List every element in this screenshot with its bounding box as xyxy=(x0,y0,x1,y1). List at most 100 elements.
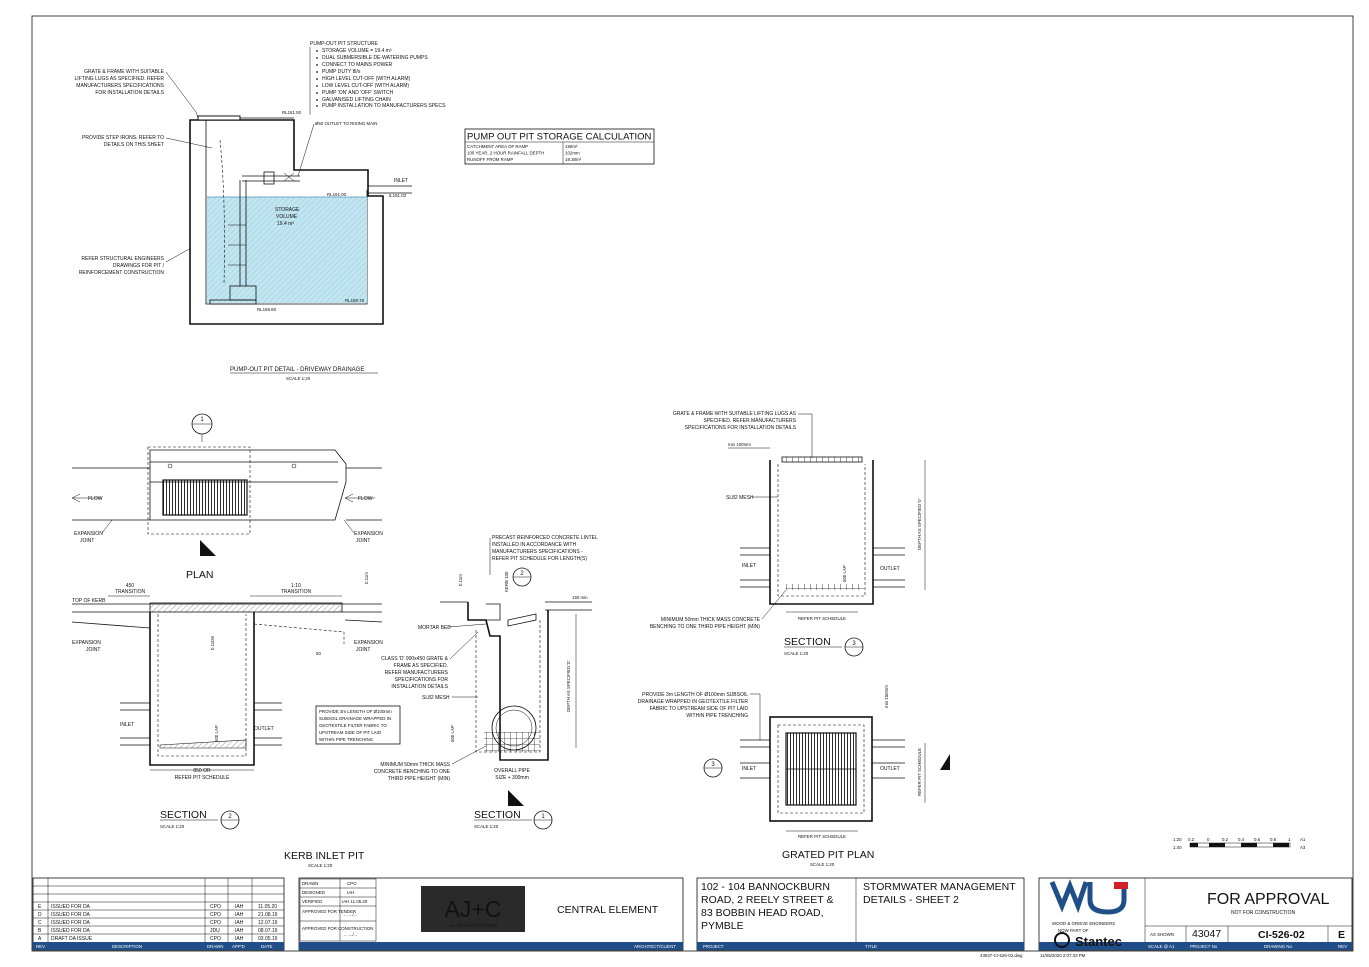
pump-note: STORAGE VOLUME = 19.4 m³ xyxy=(322,48,392,54)
dim-011: 0.11m xyxy=(364,572,369,584)
timestamp: 11/05/2020 2:07:33 PM xyxy=(1040,953,1086,958)
lintel-note: PRECAST REINFORCED CONCRETE LINTEL xyxy=(492,535,598,541)
storage-label: VOLUME xyxy=(276,214,298,220)
drawing-no-bar-label: DRAWING No xyxy=(1264,944,1292,949)
grated-subsoil-note: PROVIDE 3m LENGTH OF Ø100mm SUBSOIL xyxy=(642,692,748,698)
pump-note: CONNECT TO MAINS POWER xyxy=(322,62,393,68)
pump-note: DUAL SUBMERSIBLE DE-WATERING PUMPS xyxy=(322,55,428,61)
s3-pit-sched: REFER PIT SCHEDULE xyxy=(798,616,846,621)
project-number: 43047 xyxy=(1192,928,1221,940)
pump-note: PUMP INSTALLATION TO MANUFACTURERS SPECS xyxy=(322,103,446,109)
stantec-icon xyxy=(1054,932,1070,948)
revision-row: E ISSUED FOR DA CPO IAH 11.05.20 xyxy=(38,904,277,910)
storage-label: STORAGE xyxy=(275,207,300,213)
step-note: DETAILS ON THIS SHEET xyxy=(104,142,164,148)
svg-text:ISSUED FOR DA: ISSUED FOR DA xyxy=(51,912,91,918)
section-label: SECTION xyxy=(160,809,207,821)
pump-structure-notes: STORAGE VOLUME = 19.4 m³ DUAL SUBMERSIBL… xyxy=(322,48,446,109)
pump-bullets xyxy=(316,50,318,107)
grated-pit-sched-h: REFER PIT SCHEDULE xyxy=(798,834,846,839)
grate-note: GRATE & FRAME WITH SUITABLE xyxy=(84,69,164,75)
lintel-note: MANUFACTURERS SPECIFICATIONS - xyxy=(492,549,583,555)
outlet-label: OUTLET xyxy=(254,726,274,732)
flow-label: FLOW xyxy=(358,496,373,502)
svg-text:CPO: CPO xyxy=(210,904,221,910)
svg-text:D: D xyxy=(38,912,42,918)
sheet-border xyxy=(31,15,1354,952)
drawn-header: DRAWN xyxy=(207,944,223,949)
plan-label: PLAN xyxy=(186,569,213,581)
s1-mesh-label: SL82 MESH xyxy=(422,695,450,701)
ajc-logo-text: AJ+C xyxy=(445,896,502,922)
grated-pit-outline xyxy=(769,716,873,822)
outlet-label: Ø50 OUTLET TO RISING MAIN xyxy=(315,121,377,126)
revision-row: D ISSUED FOR DA CPO IAH 21.08.19 xyxy=(38,912,278,918)
transition-110: TRANSITION xyxy=(281,589,312,595)
svg-text:12.07.19: 12.07.19 xyxy=(258,920,278,926)
kerb-pit-section-outline xyxy=(149,612,255,766)
pump-note: HIGH LEVEL CUT-OFF (WITH ALARM) xyxy=(322,76,410,82)
transition-450: 450 xyxy=(126,583,135,589)
pit-schedule: REFER PIT SCHEDULE xyxy=(175,775,230,781)
scale-bar: 1:20 0.2 0 0.2 0.4 0.6 0.8 1 1:40 A1 A3 xyxy=(1173,837,1306,850)
project-address: ROAD, 2 REELY STREET & xyxy=(701,894,833,906)
revision-table: REV DESCRIPTION DRAWN APP'D DATE E ISSUE… xyxy=(32,877,285,951)
svg-text:IAH: IAH xyxy=(235,904,244,910)
outlet-label: OUTLET xyxy=(880,766,900,772)
pump-pit-outline xyxy=(189,119,384,325)
pump-pit-scale: SCALE 1:20 xyxy=(286,376,311,381)
marker-num: 2 xyxy=(520,571,524,577)
svg-text:IAH: IAH xyxy=(235,920,244,926)
transition-450: TRANSITION xyxy=(115,589,146,595)
scale-a3: A3 xyxy=(1300,845,1306,850)
s1-grate-note: FRAME AS SPECIFIED. xyxy=(394,663,448,669)
s3-grate-note: GRATE & FRAME WITH SUITABLE LIFTING LUGS… xyxy=(673,411,797,417)
pit-schedule: 850 OR xyxy=(193,768,211,774)
lintel-note: INSTALLED IN ACCORDANCE WITH xyxy=(492,542,576,548)
subsoil-note: PROVIDE 3m LENGTH OF Ø100mm xyxy=(319,709,392,714)
scale-value: AS SHOWN xyxy=(1150,932,1174,937)
subsoil-note-box xyxy=(315,705,401,745)
rev-bar-label: REV xyxy=(1338,944,1347,949)
expansion-label: EXPANSION xyxy=(354,640,383,646)
pump-note: LOW LEVEL CUT-OFF (WITH ALARM) xyxy=(322,83,409,89)
rl-il: IL161.03 xyxy=(389,193,407,198)
subsoil-note: SUBSOIL DRAINAGE WRAPPED IN xyxy=(319,716,391,721)
section3-outline xyxy=(769,460,874,605)
grated-pit-title: GRATED PIT PLAN xyxy=(782,849,874,861)
s1-grate-note: REFER MANUFACTURERS xyxy=(385,670,449,676)
svg-text:IAH: IAH xyxy=(235,928,244,934)
calc-row-label: RUNOFF FROM RAMP xyxy=(467,157,513,162)
kerb-inlet-pit: 1 FLOW FLOW EXPANSION JOINT EXPANSION JO… xyxy=(71,413,401,868)
svg-text:11.05.20: 11.05.20 xyxy=(258,904,277,910)
overall-pipe: OVERALL PIPE xyxy=(494,768,530,774)
expansion-label: JOINT xyxy=(86,647,100,653)
rl-inlet: RL161.00 xyxy=(327,192,347,197)
scale-tick: 0.2 xyxy=(1222,837,1229,842)
desc-header: DESCRIPTION xyxy=(112,944,142,949)
section-num: 3 xyxy=(852,641,856,647)
top-of-kerb-label: TOP OF KERB xyxy=(72,598,106,604)
svg-text:CPO: CPO xyxy=(210,920,221,926)
signoff-label: APPROVED FOR CONSTRUCTION xyxy=(302,926,373,931)
expansion-label: EXPANSION xyxy=(72,640,101,646)
scale-tick: 0.6 xyxy=(1254,837,1261,842)
grate-note: FOR INSTALLATION DETAILS xyxy=(95,90,164,96)
rev-header: REV xyxy=(36,944,45,949)
drawing-title: STORMWATER MANAGEMENT xyxy=(863,881,1016,893)
project-address: 83 BOBBIN HEAD ROAD, xyxy=(701,907,824,919)
outlet-label: OUTLET xyxy=(880,566,900,572)
drawing-number: CI-526-02 xyxy=(1258,929,1305,941)
approval-sub: NOT FOR CONSTRUCTION xyxy=(1231,910,1295,916)
marker-num: 3 xyxy=(711,762,715,768)
section-1-detail: PRECAST REINFORCED CONCRETE LINTEL INSTA… xyxy=(374,535,598,830)
scale-tick: 0.4 xyxy=(1238,837,1245,842)
expansion-label: JOINT xyxy=(80,538,94,544)
grated-subsoil-note: FABRIC TO UPSTREAM SIDE OF PIT LAID xyxy=(650,706,749,712)
rl-floor: RL159.60 xyxy=(257,307,277,312)
calc-title: PUMP OUT PIT STORAGE CALCULATION xyxy=(467,132,652,143)
svg-text:21.08.19: 21.08.19 xyxy=(258,912,278,918)
svg-text:ISSUED FOR DA: ISSUED FOR DA xyxy=(51,928,91,934)
signoff-value: IAH xyxy=(347,890,354,895)
signoff-architect-block: DRAWN CPO DESIGNED IAH VERIFIED IAH 11.0… xyxy=(298,877,684,951)
